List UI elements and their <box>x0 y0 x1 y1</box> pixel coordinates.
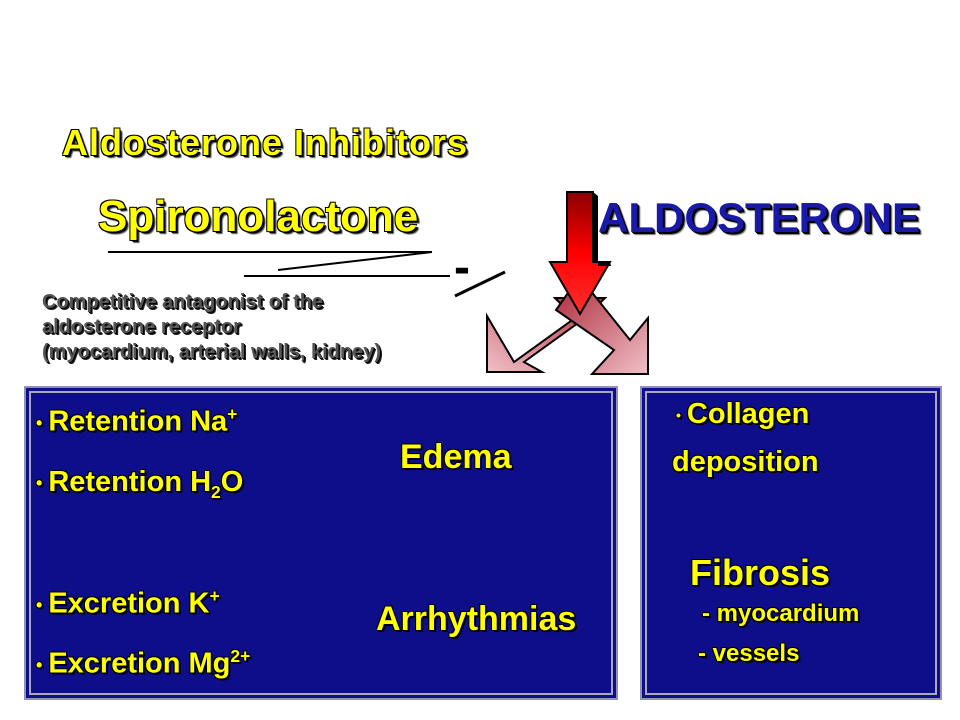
slant-line <box>277 251 433 271</box>
description-line-1: Competitive antagonist of the <box>42 291 324 313</box>
bullet-icon: • <box>36 472 43 493</box>
bullet-collagen: •Collagen <box>676 398 810 430</box>
bullet-icon: • <box>36 594 43 615</box>
fibrosis-myocardium: - myocardium <box>702 600 860 627</box>
bullet-icon: • <box>36 654 43 675</box>
effect-edema: Edema <box>400 438 512 476</box>
drug-name: Spironolactone <box>98 192 419 241</box>
arrow-down-red-icon <box>548 191 612 317</box>
effect-fibrosis: Fibrosis <box>690 552 831 593</box>
fibrosis-effects-panel <box>640 386 942 700</box>
bullet-excretion-k: •Excretion K+ <box>36 586 220 620</box>
bullet-icon: • <box>36 412 43 433</box>
fibrosis-vessels: - vessels <box>698 640 800 667</box>
bullet-icon: • <box>676 407 681 424</box>
arrow-down-right-icon <box>554 289 649 375</box>
bullet-retention-na: •Retention Na+ <box>36 404 238 438</box>
inhibition-minus-sign: - <box>454 241 470 294</box>
hormone-label: ALDOSTERONE <box>598 194 921 241</box>
description-line-3: (myocardium, arterial walls, kidney) <box>42 341 382 363</box>
mechanism-description: Competitive antagonist of the aldosteron… <box>42 290 381 365</box>
collagen-deposition: deposition <box>672 446 819 478</box>
description-line-2: aldosterone receptor <box>42 316 241 338</box>
bullet-retention-h2o: •Retention H2O <box>36 466 244 502</box>
bullet-excretion-mg: •Excretion Mg2+ <box>36 646 251 680</box>
slide-title: Aldosterone Inhibitors <box>62 122 469 163</box>
electrolyte-effects-panel <box>24 386 618 700</box>
effect-arrhythmias: Arrhythmias <box>376 600 577 638</box>
block-line <box>454 270 506 298</box>
